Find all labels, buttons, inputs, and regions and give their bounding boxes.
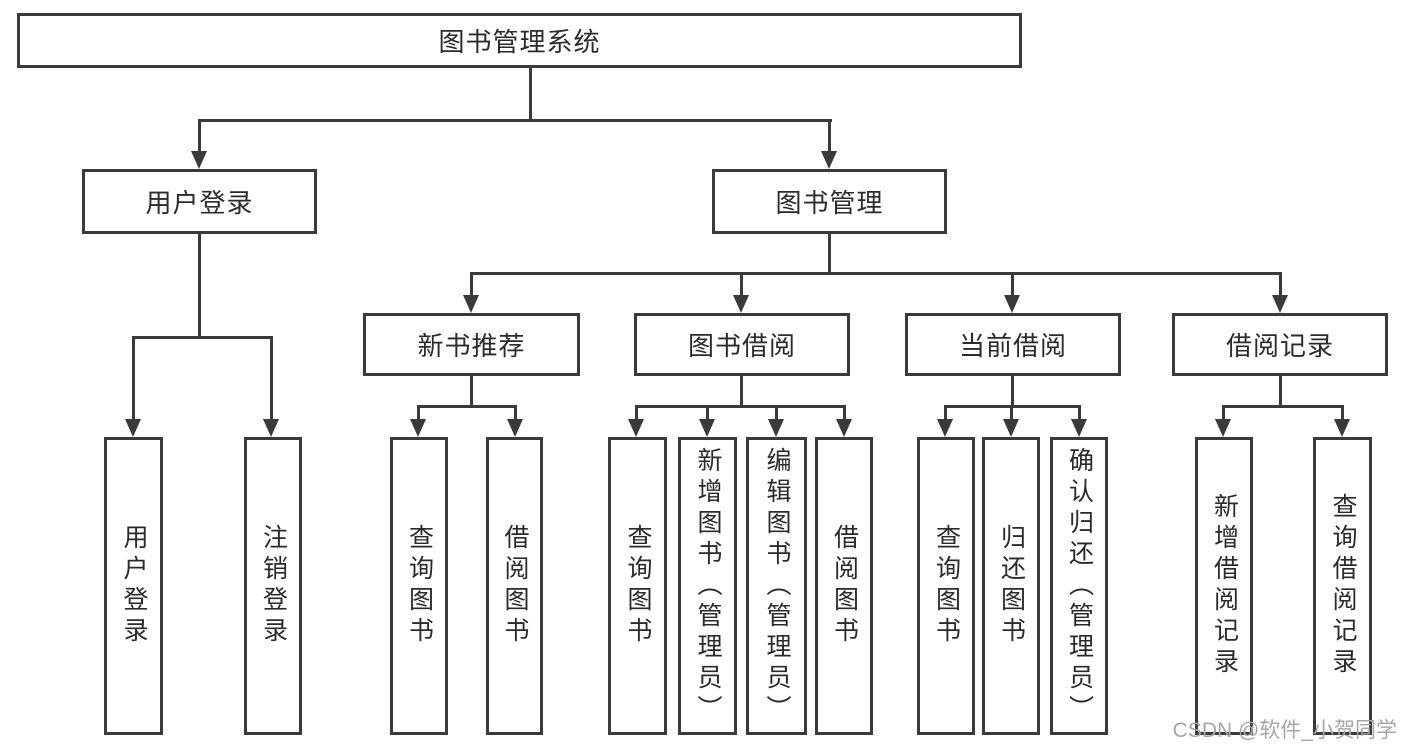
connector-groupD-drop3 [1078,405,1081,421]
arrow-down-icon [125,419,141,437]
arrow-down-icon [937,419,953,437]
node-borrowing-records: 借阅记录 [1172,313,1388,376]
connector-book-borrow-drop [740,272,743,297]
connector-groupC-split [635,405,846,408]
arrow-down-icon [463,295,479,313]
connector-groupD-drop2 [1010,405,1013,421]
arrow-down-icon [628,419,644,437]
arrow-down-icon [263,419,279,437]
csdn-watermark: CSDN @软件_小贺同学 [1172,719,1397,742]
connector-logout-leaf-drop [270,336,273,420]
leaf-edit-books-admin: 编辑图书（管理员） [746,437,807,735]
leaf-logout: 注销登录 [244,437,302,735]
arrow-down-icon [836,419,852,437]
leaf-user-login-label: 用户登录 [120,524,148,648]
node-new-book-recommend: 新书推荐 [363,313,580,376]
leaf-query-books-borrowing-label: 查询图书 [624,524,652,648]
connector-level3-split [470,272,1282,275]
arrow-down-icon [821,151,837,169]
leaf-query-borrow-record: 查询借阅记录 [1313,437,1372,735]
connector-login-leaf-drop [132,336,135,420]
arrow-down-icon [507,419,523,437]
leaf-add-borrow-record: 新增借阅记录 [1195,437,1253,735]
leaf-user-login: 用户登录 [104,437,163,735]
connector-groupB-drop2 [514,405,517,421]
connector-user-login-drop [198,119,201,152]
connector-groupC-drop2 [706,405,709,421]
connector-new-books-drop [470,272,473,297]
connector-groupC-drop4 [843,405,846,421]
connector-groupC-drop1 [635,405,638,421]
leaf-borrow-books-recommend: 借阅图书 [486,437,543,735]
arrow-down-icon [1071,419,1087,437]
connector-book-mgmt-drop [828,119,831,152]
connector-groupD-drop1 [944,405,947,421]
arrow-down-icon [1272,295,1288,313]
leaf-confirm-return-admin-label: 确认归还（管理员） [1065,446,1094,726]
connector-root-drop [529,68,532,121]
connector-level1-split [198,119,832,122]
leaf-edit-books-admin-label: 编辑图书（管理员） [763,446,791,726]
arrow-down-icon [1334,419,1350,437]
connector-groupC-stem [740,376,743,407]
leaf-query-books-current: 查询图书 [917,437,975,735]
leaf-return-books: 归还图书 [982,437,1040,735]
connector-groupE-drop2 [1341,405,1344,421]
arrow-down-icon [768,419,784,437]
arrow-down-icon [733,295,749,313]
leaf-query-books-recommend: 查询图书 [390,437,448,735]
node-user-login-label: 用户登录 [145,188,254,218]
connector-groupC-drop3 [775,405,778,421]
node-new-book-recommend-label: 新书推荐 [417,331,526,361]
arrow-down-icon [191,151,207,169]
connector-groupD-stem [1011,376,1014,407]
connector-groupE-split [1222,405,1344,408]
node-current-borrowing-label: 当前借阅 [958,331,1067,361]
leaf-query-books-borrowing: 查询图书 [608,437,667,735]
connector-groupE-stem [1279,376,1282,407]
node-root-label: 图书管理系统 [438,27,601,57]
leaf-borrow-books-borrowing-label: 借阅图书 [830,524,859,648]
connector-borrow-records-drop [1279,272,1282,297]
connector-groupE-drop1 [1222,405,1225,421]
leaf-confirm-return-admin: 确认归还（管理员） [1050,437,1108,735]
connector-groupB-split [417,405,517,408]
connector-user-login-split [132,336,273,339]
node-book-management-label: 图书管理 [775,188,884,218]
arrow-down-icon [1003,419,1019,437]
connector-user-login-stem [198,234,201,337]
leaf-add-books-admin: 新增图书（管理员） [678,437,737,735]
arrow-down-icon [1004,295,1020,313]
leaf-add-borrow-record-label: 新增借阅记录 [1210,493,1239,679]
leaf-borrow-books-borrowing: 借阅图书 [815,437,873,735]
connector-groupB-stem [470,376,473,407]
arrow-down-icon [699,419,715,437]
leaf-query-borrow-record-label: 查询借阅记录 [1329,493,1357,679]
leaf-query-books-current-label: 查询图书 [932,524,961,648]
connector-book-mgmt-stem [828,234,831,275]
node-book-management: 图书管理 [712,169,947,234]
leaf-return-books-label: 归还图书 [997,524,1026,648]
node-borrowing-records-label: 借阅记录 [1225,331,1334,361]
node-current-borrowing: 当前借阅 [905,313,1121,376]
node-user-login: 用户登录 [82,169,317,234]
node-book-borrowing-label: 图书借阅 [687,331,796,361]
leaf-logout-label: 注销登录 [259,524,288,648]
leaf-query-books-recommend-label: 查询图书 [405,524,434,648]
leaf-add-books-admin-label: 新增图书（管理员） [694,446,722,726]
node-root-library-system: 图书管理系统 [17,13,1022,68]
arrow-down-icon [410,419,426,437]
connector-current-borrow-drop [1011,272,1014,297]
node-book-borrowing: 图书借阅 [634,313,850,376]
leaf-borrow-books-recommend-label: 借阅图书 [501,524,529,648]
arrow-down-icon [1215,419,1231,437]
connector-groupB-drop1 [417,405,420,421]
